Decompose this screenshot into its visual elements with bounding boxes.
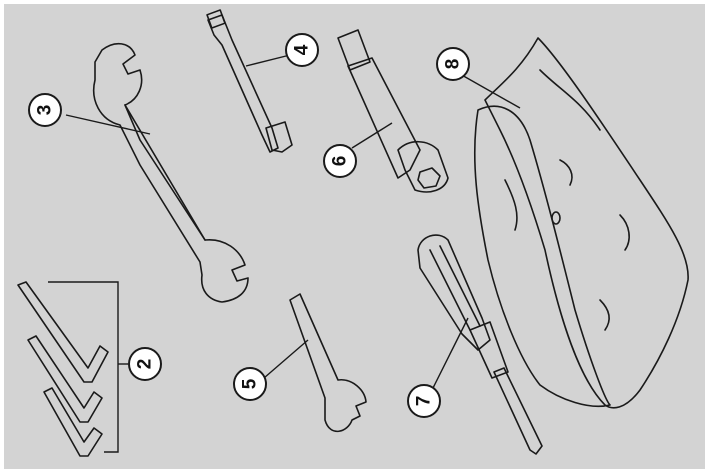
callout-circle	[128, 347, 162, 381]
socket-extension	[206, 9, 293, 153]
callout-number: 4	[292, 44, 313, 55]
allen-keys	[17, 281, 128, 457]
callout-8: 8	[436, 47, 470, 81]
callout-4: 4	[285, 33, 319, 67]
callout-circle	[285, 33, 319, 67]
box-socket	[337, 29, 449, 193]
callout-number: 5	[240, 378, 261, 389]
callout-number: 7	[414, 396, 435, 407]
small-wrench	[289, 293, 367, 433]
screwdriver	[417, 234, 543, 455]
callout-circle	[407, 384, 441, 418]
callout-circle	[323, 144, 357, 178]
callout-number: 3	[35, 105, 56, 116]
callout-number: 6	[330, 156, 351, 167]
leader-lines	[65, 54, 521, 391]
callout-2: 2	[128, 347, 162, 381]
callout-6: 6	[323, 144, 357, 178]
callout-number: 8	[443, 59, 464, 70]
callout-number: 2	[135, 359, 156, 370]
callout-5: 5	[233, 367, 267, 401]
callout-circle	[233, 367, 267, 401]
tool-pouch	[473, 37, 689, 409]
callout-7: 7	[407, 384, 441, 418]
callout-markers: 2 3 4 5 6 7 8	[28, 33, 470, 418]
callout-3: 3	[28, 93, 62, 127]
open-end-wrench	[93, 42, 249, 303]
callout-circle	[436, 47, 470, 81]
callout-circle	[28, 93, 62, 127]
